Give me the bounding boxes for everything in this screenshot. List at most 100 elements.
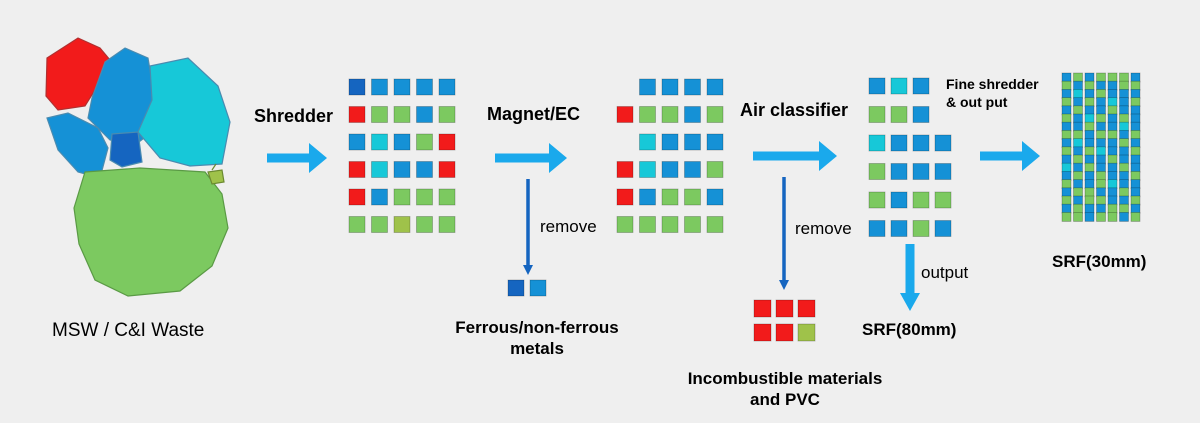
square-cyan: [639, 133, 656, 151]
square-blue: [1130, 121, 1141, 132]
square-green: [1107, 203, 1118, 214]
square-blue: [1073, 179, 1083, 190]
down-arrow-icon: [523, 179, 533, 275]
output-product-srf-30: SRF(30mm): [1052, 252, 1147, 271]
square-blue: [1084, 211, 1095, 222]
square-green: [1084, 162, 1095, 173]
right-arrow-icon: [980, 141, 1040, 171]
square-red: [775, 323, 794, 342]
square-green: [1119, 138, 1129, 149]
down-arrow-icon: [900, 244, 920, 311]
square-blue: [1084, 72, 1095, 83]
square-blue: [371, 78, 388, 96]
square-blue: [1107, 170, 1118, 181]
square-green: [1096, 129, 1106, 140]
square-blue: [1084, 89, 1095, 99]
square-blue: [1107, 146, 1118, 157]
square-blue: [661, 161, 679, 178]
grid-after-magnet: [616, 78, 724, 233]
square-blue: [1061, 138, 1072, 149]
square-blue: [639, 78, 656, 96]
square-red: [753, 323, 772, 342]
right-arrow-icon: [753, 141, 837, 171]
square-red: [348, 188, 366, 206]
removed-product-metals: Ferrous/non-ferrous metals: [455, 318, 619, 358]
grid-metals: [507, 279, 547, 297]
square-cyan: [1096, 146, 1106, 157]
square-blue: [1061, 105, 1072, 116]
square-green: [1084, 121, 1095, 132]
waste-piece-olive-small: [207, 169, 225, 185]
square-green: [1130, 195, 1141, 206]
square-green: [1096, 72, 1106, 83]
square-blue: [416, 161, 433, 178]
square-blue: [1096, 97, 1106, 107]
square-green: [661, 216, 679, 233]
square-green: [1061, 146, 1072, 157]
square-green: [371, 216, 388, 233]
waste-piece-green-large: [73, 167, 229, 297]
square-blue: [684, 133, 701, 151]
square-olive: [797, 323, 816, 342]
square-blue: [1073, 162, 1083, 173]
square-blue: [890, 134, 908, 152]
square-cyan: [1073, 138, 1083, 149]
square-green: [1061, 211, 1072, 222]
square-blue: [1119, 97, 1129, 107]
square-blue: [684, 106, 701, 123]
square-green: [1084, 80, 1095, 91]
square-olive: [393, 216, 411, 233]
square-green: [438, 188, 456, 206]
square-green: [1119, 80, 1129, 91]
square-blue: [438, 78, 456, 96]
square-green: [1096, 170, 1106, 181]
remove-label-incombustible: remove: [795, 219, 852, 238]
square-green: [1073, 170, 1083, 181]
square-blue: [1073, 146, 1083, 157]
square-blue: [912, 106, 930, 123]
square-cyan: [1119, 121, 1129, 132]
square-blue: [1119, 89, 1129, 99]
square-green: [1119, 162, 1129, 173]
square-blue: [1084, 105, 1095, 116]
square-green: [1096, 179, 1106, 190]
square-red: [797, 299, 816, 318]
square-green: [1073, 105, 1083, 116]
square-blue: [868, 220, 886, 237]
square-blue: [661, 78, 679, 96]
square-red: [438, 161, 456, 178]
square-green: [1061, 179, 1072, 190]
square-green: [1084, 187, 1095, 198]
square-green: [1061, 97, 1072, 107]
square-blue: [934, 220, 952, 237]
square-blue: [1096, 162, 1106, 173]
square-blue: [1119, 105, 1129, 116]
grids-layer: [348, 72, 1141, 342]
square-green: [684, 188, 701, 206]
square-blue: [529, 279, 547, 297]
square-green: [1096, 195, 1106, 206]
square-green: [1073, 154, 1083, 165]
square-green: [868, 191, 886, 209]
square-blue: [1084, 170, 1095, 181]
square-blue: [1096, 105, 1106, 116]
grid-fine: [1061, 72, 1141, 222]
square-blue: [912, 163, 930, 180]
square-green: [1073, 203, 1083, 214]
square-green: [639, 216, 656, 233]
square-blue: [1130, 203, 1141, 214]
square-cyan: [1061, 162, 1072, 173]
square-blue: [1107, 80, 1118, 91]
square-green: [1084, 97, 1095, 107]
square-blue: [1130, 89, 1141, 99]
square-blue: [1119, 179, 1129, 190]
square-red: [348, 161, 366, 178]
square-blue: [1096, 187, 1106, 198]
square-blue: [890, 220, 908, 237]
square-green: [371, 106, 388, 123]
square-green: [868, 106, 886, 123]
square-blue: [416, 106, 433, 123]
square-blue: [1107, 162, 1118, 173]
waste-pile-illustration: [45, 37, 231, 297]
